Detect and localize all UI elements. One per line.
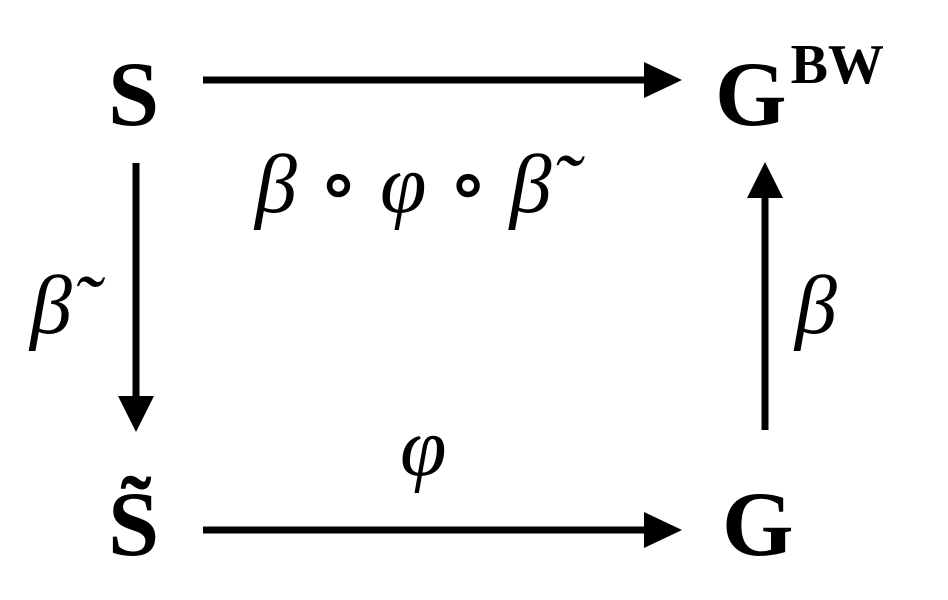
arrow-left (118, 163, 154, 432)
label-right-beta: β (793, 259, 837, 352)
arrow-left-head (118, 396, 154, 432)
node-s: S (108, 43, 159, 145)
node-g-bw-base: G (715, 43, 787, 145)
arrow-right-head (747, 162, 783, 198)
node-g-bw: GBW (715, 34, 884, 145)
label-top-composition: β ∘ φ ∘ β̃ (253, 138, 586, 231)
arrow-top (203, 62, 682, 98)
arrow-top-head (644, 62, 682, 98)
arrow-bottom-head (644, 512, 682, 548)
node-s-tilde: S̃ (108, 473, 159, 575)
label-bottom-phi: φ (400, 401, 446, 494)
arrow-right (747, 162, 783, 430)
label-left-beta-tilde: β̃ (28, 259, 106, 352)
node-g: G (722, 473, 794, 575)
arrow-bottom (203, 512, 682, 548)
node-g-bw-superscript: BW (791, 34, 884, 96)
